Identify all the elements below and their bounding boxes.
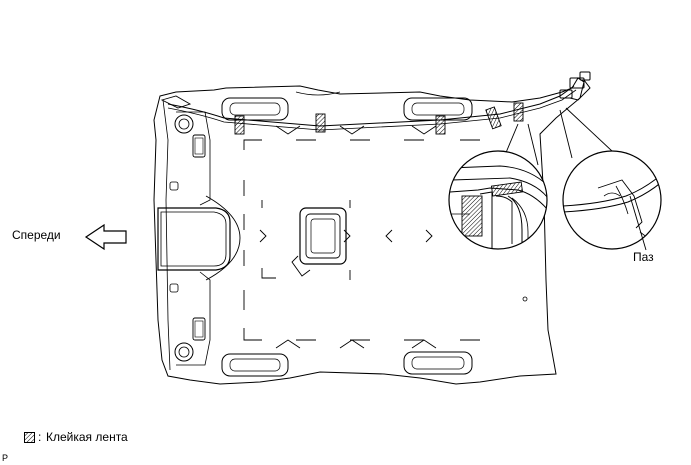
legend-colon: : bbox=[38, 430, 42, 444]
left-arrow-icon bbox=[84, 223, 127, 251]
groove-label: Паз bbox=[633, 250, 654, 264]
dome-light-opening bbox=[157, 207, 231, 271]
left-rear-hole bbox=[174, 342, 194, 362]
legend-label: Клейкая лента bbox=[46, 430, 128, 444]
hatched-square-icon bbox=[24, 432, 35, 443]
tape-markers bbox=[234, 102, 524, 135]
headliner-outline bbox=[153, 77, 585, 385]
front-label: Спереди bbox=[12, 228, 61, 242]
detail-circle-tape bbox=[448, 150, 548, 250]
left-front-hole bbox=[174, 114, 194, 134]
center-console bbox=[299, 207, 347, 265]
detail-circle-groove bbox=[562, 150, 662, 250]
corner-mark: P bbox=[2, 453, 9, 463]
